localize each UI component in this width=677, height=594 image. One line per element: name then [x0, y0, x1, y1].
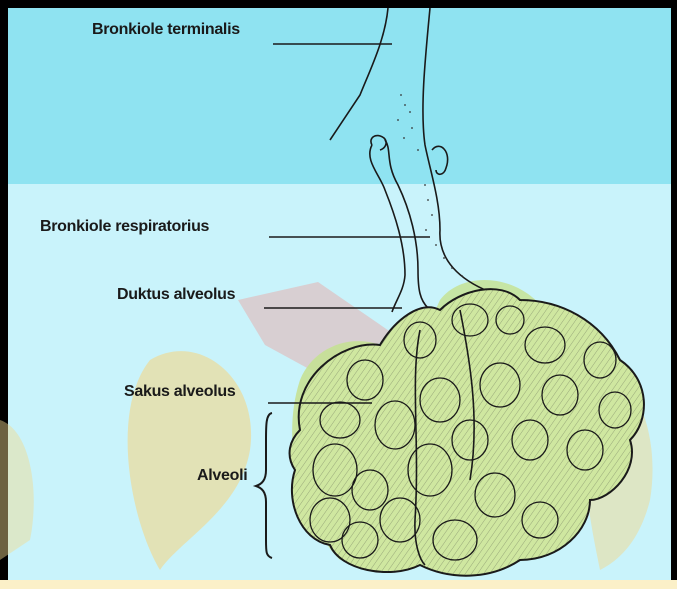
- label-alveoli: Alveoli: [197, 467, 247, 485]
- label-bronkiole-terminalis: Bronkiole terminalis: [92, 21, 240, 39]
- label-sakus-alveolus: Sakus alveolus: [124, 383, 235, 401]
- label-duktus-alveolus: Duktus alveolus: [117, 286, 235, 304]
- label-bronkiole-respiratorius: Bronkiole respiratorius: [40, 218, 209, 236]
- bottom-strip: [0, 580, 677, 589]
